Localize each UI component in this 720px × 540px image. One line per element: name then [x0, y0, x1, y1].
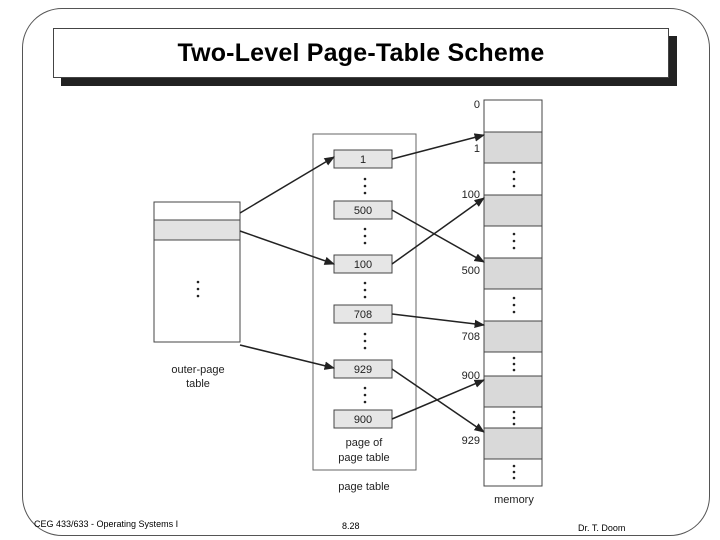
memory-address-500: 500 [462, 265, 480, 277]
arrow-entry-929-to-frame-929 [391, 368, 485, 433]
outer-table-dots [196, 280, 200, 298]
arrow-entry-708-to-frame-708 [391, 313, 486, 329]
memory-address-900: 900 [462, 370, 480, 382]
slide-title: Two-Level Page-Table Scheme [177, 38, 545, 67]
arrow-entry-100-to-frame-100 [391, 197, 485, 265]
memory-frame-500 [483, 257, 543, 290]
outer-page-table-label-line1: outer-page [171, 364, 224, 376]
title-box: Two-Level Page-Table Scheme [53, 28, 669, 78]
arrow-entry-1-to-frame-1 [391, 133, 486, 160]
memory-frame-708 [483, 320, 543, 353]
page-table-dots-4 [363, 332, 367, 350]
memory-address-1: 1 [474, 143, 480, 155]
page-table-dots-3 [363, 281, 367, 299]
page-table-entry-900: 900 [333, 409, 393, 429]
memory-frame-1 [483, 131, 543, 164]
memory-address-708: 708 [462, 331, 480, 343]
arrow-outer-to-pt2 [239, 230, 335, 265]
arrow-outer-to-pt3 [239, 344, 336, 370]
memory-label: memory [494, 494, 534, 506]
page-of-page-table-label-line2: page table [338, 452, 389, 464]
memory-address-100: 100 [462, 189, 480, 201]
footer-course: CEG 433/633 - Operating Systems I [34, 519, 179, 529]
arrow-outer-to-pt1 [239, 156, 335, 214]
outer-page-table-label-line2: table [186, 378, 210, 390]
page-table-dots-2 [363, 227, 367, 245]
page-table-entry-100: 100 [333, 254, 393, 274]
memory-frame-100 [483, 194, 543, 227]
memory-frame-900 [483, 375, 543, 408]
footer-slide-number: 8.28 [342, 521, 360, 531]
memory-column [483, 99, 543, 487]
memory-frame-929 [483, 427, 543, 460]
svg-text:100: 100 [354, 259, 372, 271]
page-of-page-table-label-line1: page of [346, 437, 384, 449]
svg-text:1: 1 [360, 154, 366, 166]
memory-address-0: 0 [474, 99, 480, 111]
outer-page-table [153, 201, 241, 343]
page-table-entry-929: 929 [333, 359, 393, 379]
slide-frame [22, 8, 710, 536]
memory-address-929: 929 [462, 435, 480, 447]
footer-author: Dr. T. Doom [578, 523, 626, 533]
svg-text:900: 900 [354, 414, 372, 426]
page-table-entry-500: 500 [333, 200, 393, 220]
page-table-dots-5 [363, 386, 367, 404]
page-table-entry-708: 708 [333, 304, 393, 324]
svg-text:500: 500 [354, 205, 372, 217]
page-table-label: page table [338, 481, 389, 493]
outer-table-entry-1 [153, 219, 241, 241]
page-table-entry-1: 1 [333, 149, 393, 169]
svg-text:929: 929 [354, 364, 372, 376]
memory-dots [512, 170, 516, 480]
svg-text:708: 708 [354, 309, 372, 321]
page-table-dots-1 [363, 177, 367, 195]
arrow-entry-900-to-frame-900 [391, 379, 485, 420]
arrow-entry-500-to-frame-500 [391, 209, 485, 263]
